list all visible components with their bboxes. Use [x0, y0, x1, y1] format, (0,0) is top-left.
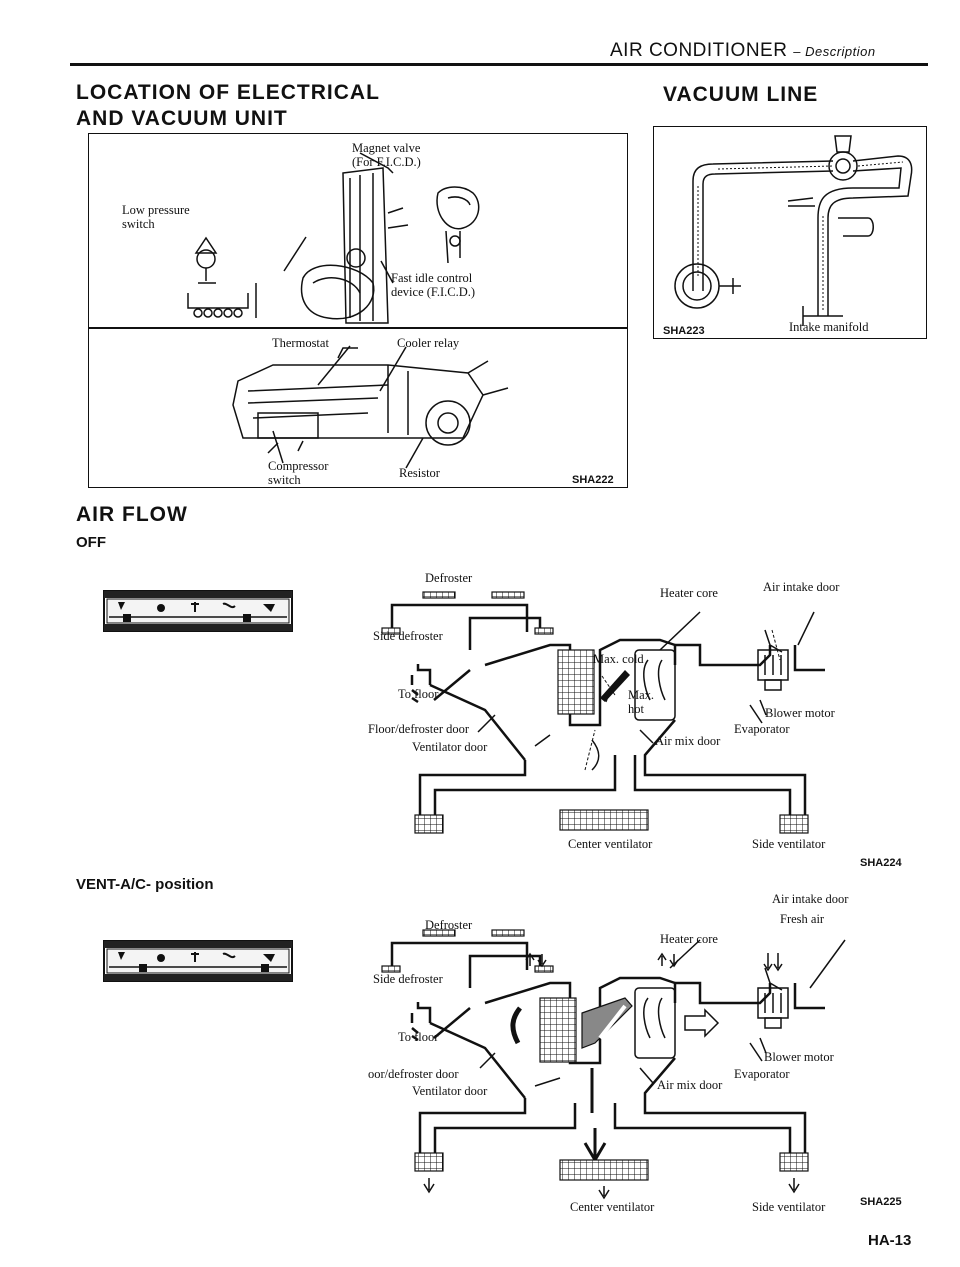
location-section-title: LOCATION OF ELECTRICAL AND VACUUM UNIT	[76, 80, 380, 132]
low-pressure-switch-sketch	[187, 236, 257, 318]
vacuum-section-title: VACUUM LINE	[663, 83, 819, 106]
vent-side-ventilator-label: Side ventilator	[752, 1200, 826, 1214]
vacuum-figure	[653, 126, 927, 339]
header-subtitle: – Description	[793, 44, 876, 59]
control-panel-vent	[103, 940, 293, 982]
airflow-off-diagram	[381, 591, 825, 834]
off-max-cold-label: Max. cold	[593, 652, 644, 666]
magnet-valve-label: Magnet valve (For F.I.C.D.)	[352, 141, 421, 169]
control-panel-off	[103, 590, 293, 632]
off-side-ventilator-label: Side ventilator	[752, 837, 826, 851]
vent-air-intake-door-label: Air intake door	[772, 892, 849, 906]
vent-diagram-code: SHA225	[860, 1196, 902, 1208]
vent-evaporator-label: Evaporator	[734, 1067, 790, 1081]
location-figure-code: SHA222	[572, 474, 614, 486]
vacuum-line-illustration	[674, 135, 913, 326]
vent-air-mix-door-label: Air mix door	[657, 1078, 723, 1092]
engine-bay-illustration	[187, 152, 509, 469]
low-pressure-switch-label: Low pressure switch	[122, 203, 190, 231]
off-ventilator-door-label: Ventilator door	[412, 740, 488, 754]
vent-fresh-air-label: Fresh air	[780, 912, 825, 926]
vent-defroster-label: Defroster	[425, 918, 473, 932]
off-max-hot-label: Max. hot	[628, 688, 655, 716]
off-blower-motor-label: Blower motor	[765, 706, 835, 720]
vent-center-ventilator-label: Center ventilator	[570, 1200, 655, 1214]
off-position-label: OFF	[76, 534, 106, 551]
cooler-relay-label: Cooler relay	[397, 336, 460, 350]
off-floor-defroster-door-label: Floor/defroster door	[368, 722, 470, 736]
cooling-unit-sketch	[232, 347, 509, 454]
off-air-mix-door-label: Air mix door	[655, 734, 721, 748]
resistor-label: Resistor	[399, 466, 440, 480]
header-rule	[70, 63, 928, 66]
off-heater-core-label: Heater core	[660, 586, 718, 600]
thermostat-label: Thermostat	[272, 336, 329, 350]
intake-manifold-label: Intake manifold	[789, 320, 869, 334]
off-center-ventilator-label: Center ventilator	[568, 837, 653, 851]
vent-to-floor-label: To floor	[398, 1030, 439, 1044]
off-to-floor-label: To floor	[398, 687, 439, 701]
compressor-switch-label: Compressor switch	[268, 459, 329, 487]
vent-position-label: VENT-A/C- position	[76, 876, 214, 893]
location-title-line2: AND VACUUM UNIT	[76, 107, 288, 130]
off-diagram-code: SHA224	[860, 857, 902, 869]
location-figure	[88, 133, 628, 488]
off-defroster-label: Defroster	[425, 571, 473, 585]
page-number: HA-13	[868, 1232, 912, 1249]
location-title-line1: LOCATION OF ELECTRICAL	[76, 81, 380, 104]
vacuum-figure-code: SHA223	[663, 325, 705, 337]
vent-ventilator-door-label: Ventilator door	[412, 1084, 488, 1098]
airflow-section-title: AIR FLOW	[76, 503, 188, 526]
vent-blower-motor-label: Blower motor	[764, 1050, 834, 1064]
off-evaporator-label: Evaporator	[734, 722, 790, 736]
header-title: AIR CONDITIONER	[610, 40, 788, 61]
off-air-intake-door-label: Air intake door	[763, 580, 840, 594]
vent-heater-core-label: Heater core	[660, 932, 718, 946]
vent-side-defroster-label: Side defroster	[373, 972, 443, 986]
fast-idle-label: Fast idle control device (F.I.C.D.)	[391, 271, 476, 299]
vent-floor-defroster-door-label: oor/defroster door	[368, 1067, 459, 1081]
location-figure-divider	[88, 327, 628, 329]
page-header: AIR CONDITIONER – Description	[610, 40, 876, 62]
airflow-vent-diagram	[381, 929, 846, 1200]
engine-block-sketch	[300, 167, 480, 324]
off-side-defroster-label: Side defroster	[373, 629, 443, 643]
